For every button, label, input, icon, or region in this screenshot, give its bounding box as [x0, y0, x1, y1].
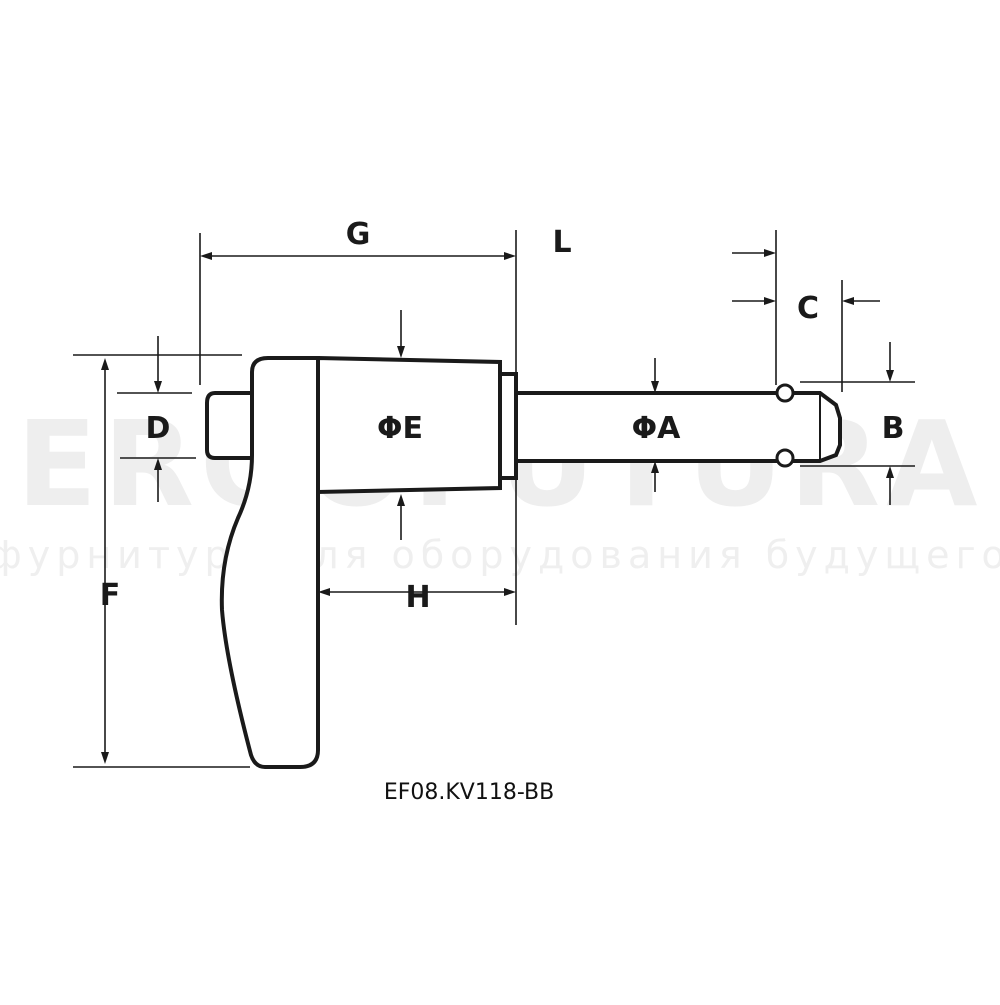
rear-stub — [205, 391, 255, 460]
locking-ball-bottom — [775, 448, 795, 468]
h-arrow-left — [318, 588, 330, 596]
label-a: ΦA — [632, 411, 682, 446]
g-arrow-right — [504, 252, 516, 260]
b-arrow-top — [886, 370, 894, 382]
f-arrow-bottom — [101, 752, 109, 764]
label-e: ΦE — [377, 411, 423, 446]
plunger-part — [205, 355, 842, 769]
h-arrow-right — [504, 588, 516, 596]
label-b: B — [882, 411, 905, 446]
locking-ball-top — [775, 383, 795, 403]
collar — [498, 372, 518, 480]
b-arrow-bottom — [886, 466, 894, 478]
pin-shaft — [514, 391, 842, 463]
watermark-tagline: фурнитура для оборудования будущего — [0, 533, 1000, 577]
f-arrow-top — [101, 358, 109, 370]
label-d: D — [146, 411, 171, 446]
label-g: G — [346, 217, 371, 252]
c-arrow-left — [764, 297, 776, 305]
part-number-caption: EF08.KV118-BB — [384, 780, 554, 805]
a-arrow-bottom — [651, 461, 659, 473]
d-arrow-top — [154, 381, 162, 393]
label-h: H — [405, 580, 430, 615]
e-arrow-top — [397, 346, 405, 358]
dimension-lines — [73, 230, 915, 768]
label-l: L — [552, 225, 571, 260]
a-arrow-top — [651, 381, 659, 393]
body-cylinder — [316, 355, 502, 495]
c-arrow-right — [842, 297, 854, 305]
handle-lever — [219, 356, 320, 769]
d-arrow-bottom — [154, 458, 162, 470]
e-arrow-bottom — [397, 494, 405, 506]
label-c: C — [797, 291, 819, 326]
g-arrow-left — [200, 252, 212, 260]
label-f: F — [100, 578, 121, 613]
c-arrow-upper — [764, 249, 776, 257]
